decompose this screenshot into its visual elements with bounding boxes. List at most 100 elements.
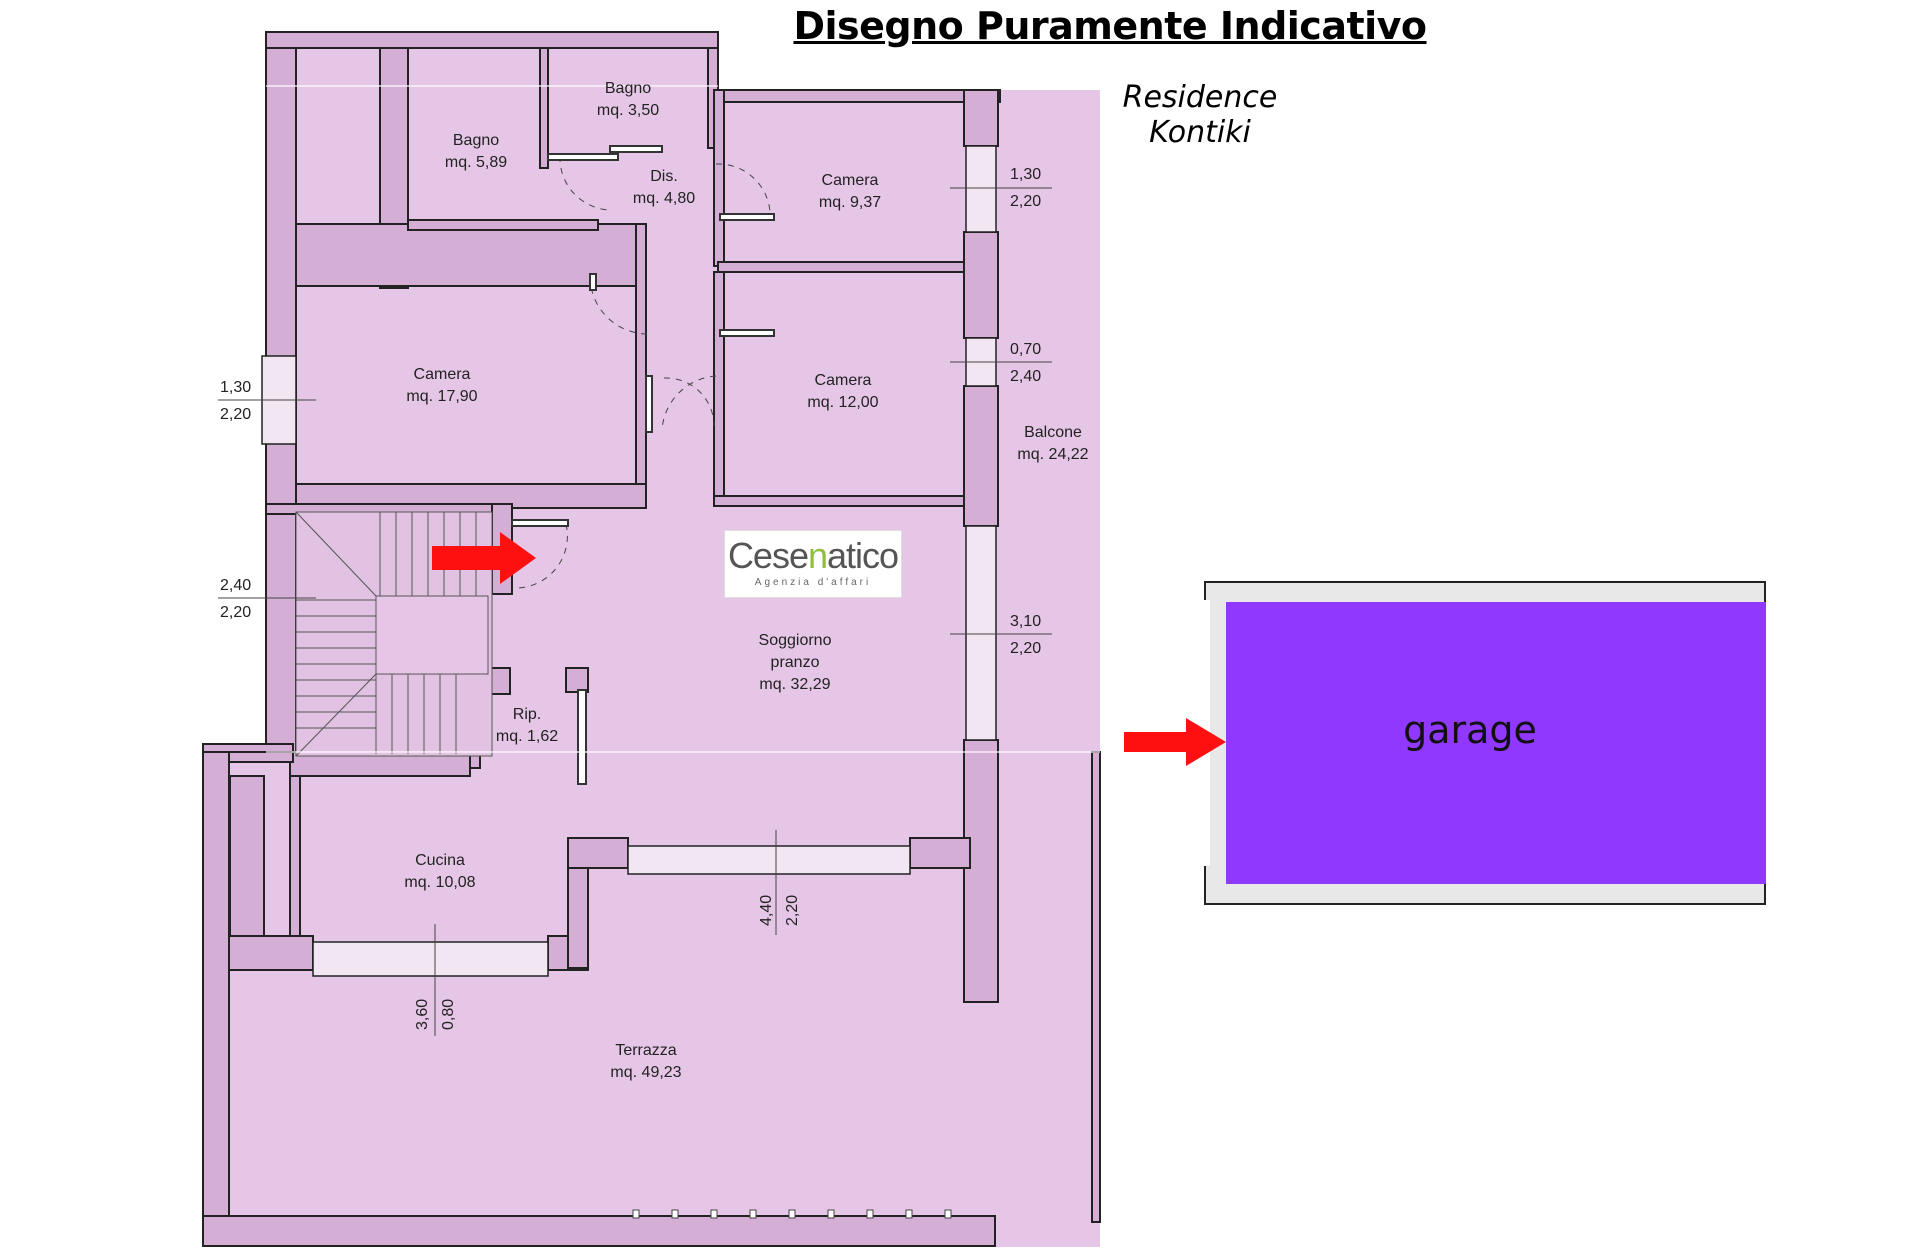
- dim-cucina-a: 3,60: [414, 998, 431, 1030]
- railing-tick: [671, 1209, 679, 1219]
- door-leaf-entry: [511, 519, 569, 527]
- wall-lower-west: [202, 751, 230, 1243]
- room-label-cucina: Cucina mq. 10,08: [404, 850, 475, 894]
- room-area: mq. 4,80: [632, 190, 696, 207]
- room-name: Terrazza: [615, 1042, 677, 1059]
- dim-bottom: 2,20: [220, 604, 252, 621]
- room-label-rip: Rip. mq. 1,62: [496, 704, 558, 748]
- garage-block: [1196, 570, 1806, 920]
- room-name: Bagno: [604, 80, 652, 97]
- room-area: mq. 3,50: [596, 102, 660, 119]
- dimension-lines: [218, 187, 1052, 1036]
- door-swings: [515, 155, 771, 589]
- room-area: mq. 10,08: [404, 874, 476, 891]
- garage-arrow-icon: [1124, 718, 1226, 766]
- room-name: Cucina: [415, 852, 465, 869]
- dim-soggiorno-south-a: 4,40: [758, 894, 775, 926]
- door-leaf-bagno2: [547, 153, 619, 161]
- garage-label: garage: [1403, 708, 1537, 752]
- stair-diagonals: [295, 511, 377, 757]
- dim-bottom: 2,40: [1010, 368, 1042, 385]
- room-name-2: pranzo: [770, 654, 820, 671]
- wall-kitchen-east-top: [567, 837, 629, 869]
- room-label-camera2: Camera mq. 17,90: [406, 364, 477, 408]
- wall-north-right: [717, 89, 1001, 103]
- dim-top: 0,70: [1010, 341, 1042, 358]
- window-camera1: [965, 145, 997, 233]
- dim-bottom: 2,20: [1010, 193, 1042, 210]
- dim-camera3: 0,70 2,40: [1010, 340, 1041, 387]
- railing-tick: [710, 1209, 718, 1219]
- room-area: mq. 9,37: [818, 194, 882, 211]
- door-leaf-dis: [589, 273, 597, 291]
- wall-kitchen-south-left: [228, 935, 314, 971]
- logo-wordmark: Cesenatico: [725, 535, 901, 577]
- room-label-camera3: Camera mq. 12,00: [807, 370, 878, 414]
- stair-treads-bottom: [375, 674, 457, 754]
- page-subtitle: Residence Kontiki: [1122, 80, 1278, 150]
- wall-soggiorno-south-right: [909, 837, 971, 869]
- door-arc-bagno1: [559, 155, 613, 211]
- door-leaf-bagno1: [609, 145, 663, 153]
- logo-text-c: atico: [827, 535, 899, 576]
- railing-ticks: [632, 1209, 952, 1219]
- wall-west-stairs: [265, 511, 297, 753]
- dim-soggiorno-east: 3,10 2,20: [1010, 612, 1041, 659]
- room-area: mq. 1,62: [495, 728, 559, 745]
- dim-cucina-b: 0,80: [440, 998, 457, 1030]
- room-name: Soggiorno: [758, 632, 832, 649]
- wall-bagno2-bottom: [407, 219, 599, 231]
- room-area: mq. 17,90: [406, 388, 478, 405]
- door-leaves: [511, 145, 775, 785]
- wall-south: [202, 1215, 996, 1247]
- railing-tick: [749, 1209, 757, 1219]
- wall-camera1-west: [713, 89, 725, 267]
- wall-east-1: [963, 89, 999, 147]
- dim-top: 1,30: [220, 379, 252, 396]
- door-arc-camera1: [715, 163, 771, 221]
- stair-treads-left: [296, 599, 376, 729]
- dim-stairs-west: 2,40 2,20: [220, 576, 251, 623]
- balcone-area: [998, 90, 1100, 752]
- room-area: mq. 49,23: [610, 1064, 682, 1081]
- railing-tick: [827, 1209, 835, 1219]
- room-name: Rip.: [512, 706, 542, 723]
- wall-kitchen-west-inner: [289, 775, 301, 939]
- railing-tick: [788, 1209, 796, 1219]
- window-cucina-south: [312, 941, 549, 977]
- wall-east-3: [963, 385, 999, 527]
- room-label-terrazza: Terrazza mq. 49,23: [610, 1040, 681, 1084]
- dim-soggiorno-south-b: 2,20: [784, 894, 801, 926]
- wall-bagno-divider: [539, 47, 549, 169]
- entry-arrow-icon: [432, 532, 536, 584]
- door-leaf-rip: [577, 689, 587, 785]
- room-name: Camera: [814, 372, 872, 389]
- dim-top: 3,10: [1010, 613, 1042, 630]
- door-leaf-camera1: [719, 213, 775, 221]
- closet-kitchen: [229, 775, 265, 937]
- wall-camera3-west: [713, 271, 725, 507]
- room-name: Camera: [413, 366, 471, 383]
- terrazza-bottom-strip: [995, 1225, 1100, 1247]
- wall-east-4: [963, 739, 999, 1003]
- wall-rip-pier: [565, 667, 589, 693]
- railing-tick: [944, 1209, 952, 1219]
- railing-tick: [632, 1209, 640, 1219]
- room-name: Dis.: [650, 168, 678, 185]
- railing-tick: [905, 1209, 913, 1219]
- dim-camera2-west: 1,30 2,20: [220, 378, 251, 425]
- window-soggiorno-south: [627, 845, 911, 875]
- garage-fill: [1226, 602, 1766, 884]
- logo-text-b: n: [807, 535, 828, 576]
- garage-frame-cover: [1766, 570, 1806, 920]
- agency-logo: Cesenatico Agenzia d'affari: [724, 530, 902, 598]
- wall-east-2: [963, 231, 999, 339]
- plan-area-lower: [203, 752, 1100, 1247]
- window-soggiorno-east: [965, 525, 997, 741]
- door-arc-camera3: [661, 375, 717, 431]
- room-name: Camera: [821, 172, 879, 189]
- dim-camera1: 1,30 2,20: [1010, 165, 1041, 212]
- room-label-bagno2: Bagno mq. 5,89: [445, 130, 507, 174]
- door-leaf-camera2: [645, 375, 653, 433]
